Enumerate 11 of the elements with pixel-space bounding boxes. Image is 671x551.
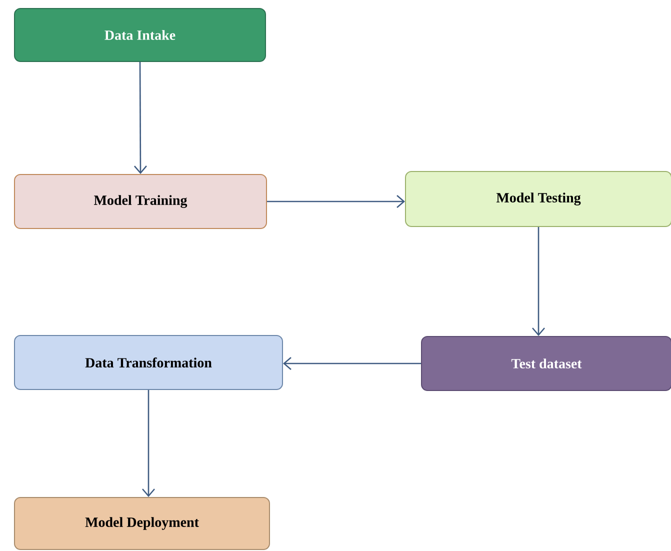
process-box: Model Deployment (14, 497, 270, 550)
arrow (142, 390, 155, 497)
arrow (283, 357, 421, 370)
arrow (532, 227, 545, 336)
arrow (267, 195, 405, 208)
process-box: Model Testing (405, 171, 671, 227)
process-box: Data Intake (14, 8, 266, 62)
arrow (134, 62, 147, 174)
process-box: Data Transformation (14, 335, 283, 390)
process-box: Model Training (14, 174, 267, 229)
process-box: Test dataset (421, 336, 671, 391)
